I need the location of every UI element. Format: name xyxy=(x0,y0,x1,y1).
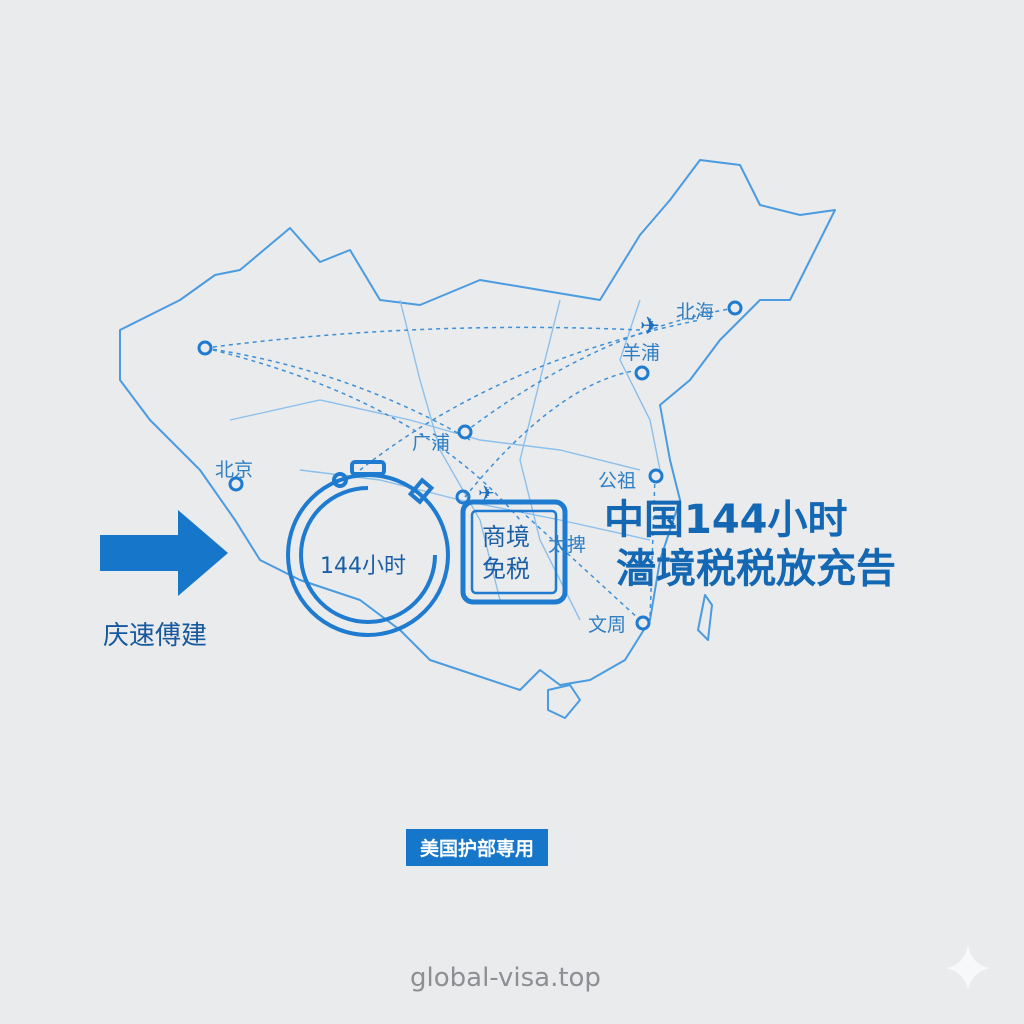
plane-icon: ✈ xyxy=(640,312,660,340)
stamp-line-2: 免税 xyxy=(482,555,530,583)
plane-icon: ✈ xyxy=(478,481,495,505)
city-label: 北京 xyxy=(215,459,254,481)
taiwan-island xyxy=(697,594,713,641)
city-label: 广浦 xyxy=(412,432,451,454)
headline-line-2: 濇境税税放充告 xyxy=(616,546,896,592)
stopwatch-label: 144小时 xyxy=(320,554,406,579)
city-label: 北海 xyxy=(676,301,715,323)
sparkle-icon xyxy=(946,945,990,990)
headline-line-1: 中国144小时 xyxy=(604,497,848,543)
footer-site[interactable]: global-visa.top xyxy=(410,963,601,993)
city-label: 羊浦 xyxy=(622,342,661,364)
hainan-island xyxy=(547,684,581,719)
city-label: 公祖 xyxy=(598,470,637,492)
stopwatch-icon xyxy=(286,460,450,637)
badge: 美国护部専用 xyxy=(406,829,549,866)
city-label: 文周 xyxy=(588,614,627,636)
city-label: 太捭 xyxy=(548,534,587,556)
arrow-right-icon xyxy=(100,510,228,596)
map-outline xyxy=(119,159,836,691)
arrow-caption: 庆速傅建 xyxy=(103,621,208,651)
stamp-icon xyxy=(455,489,568,605)
stamp-line-1: 商境 xyxy=(482,523,530,551)
